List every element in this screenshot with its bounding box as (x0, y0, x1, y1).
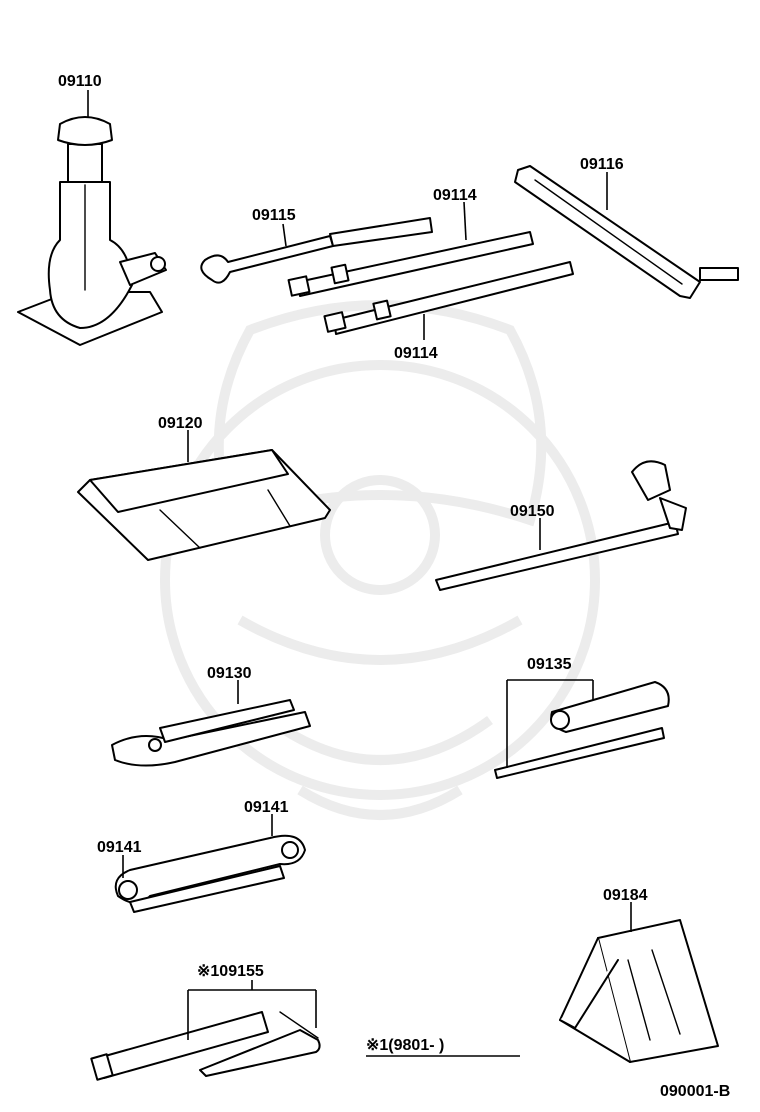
jack-handle-part (514, 165, 739, 299)
extension-bar-top-part (287, 231, 534, 297)
wheel-nut-wrench-part (435, 460, 687, 591)
footnote-text: ※1(9801- ) (366, 1037, 444, 1054)
pliers-label: 09130 (207, 665, 252, 682)
figure-code: 090001-B (660, 1083, 730, 1100)
screwdriver-part (494, 681, 670, 779)
extension-bar-bottom-label: 09114 (394, 345, 438, 362)
wrench-pair-part (114, 834, 306, 913)
tool-bag-part (77, 449, 331, 561)
extension-bar-top-label: 09114 (433, 187, 477, 204)
pliers-part (111, 699, 311, 767)
handle-hook-label: 09115 (252, 207, 296, 224)
jack-part (17, 116, 167, 346)
jack-handle-label: 09116 (580, 156, 624, 173)
tool-bag-label: 09120 (158, 415, 203, 432)
extension-bar-bottom-part (323, 261, 574, 335)
wrench-left-label: 09141 (97, 839, 142, 856)
socket-wrench-part (90, 1011, 321, 1081)
socket-wrench-label: ※109155 (197, 963, 264, 980)
chock-part (559, 919, 719, 1063)
chock-label: 09184 (603, 887, 648, 904)
wrench-right-label: 09141 (244, 799, 289, 816)
screwdriver-label: 09135 (527, 656, 572, 673)
wheel-nut-wrench-label: 09150 (510, 503, 555, 520)
handle-hook-part (200, 217, 433, 284)
jack-label: 09110 (58, 73, 102, 90)
